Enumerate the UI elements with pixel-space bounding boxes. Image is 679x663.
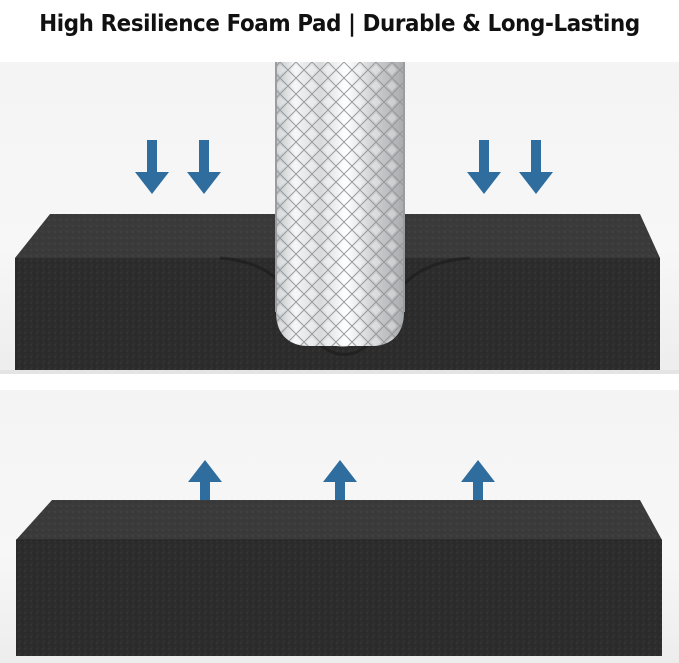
foam-front-face bbox=[16, 540, 662, 656]
compressed-panel bbox=[0, 62, 679, 374]
foam-front-face bbox=[15, 258, 660, 370]
recovered-panel bbox=[0, 390, 679, 663]
foam-top-face bbox=[16, 500, 662, 540]
glass-vase bbox=[275, 62, 405, 346]
arrow-down-icon bbox=[519, 140, 553, 194]
compressed-scene bbox=[0, 62, 679, 374]
arrow-up-icon bbox=[323, 460, 357, 514]
arrow-up-icon bbox=[188, 460, 222, 514]
recovered-scene bbox=[16, 460, 662, 656]
arrow-down-icon bbox=[467, 140, 501, 194]
arrow-down-icon bbox=[187, 140, 221, 194]
arrow-down-icon bbox=[135, 140, 169, 194]
headline: High Resilience Foam Pad | Durable & Lon… bbox=[39, 11, 640, 37]
arrow-up-icon bbox=[461, 460, 495, 514]
